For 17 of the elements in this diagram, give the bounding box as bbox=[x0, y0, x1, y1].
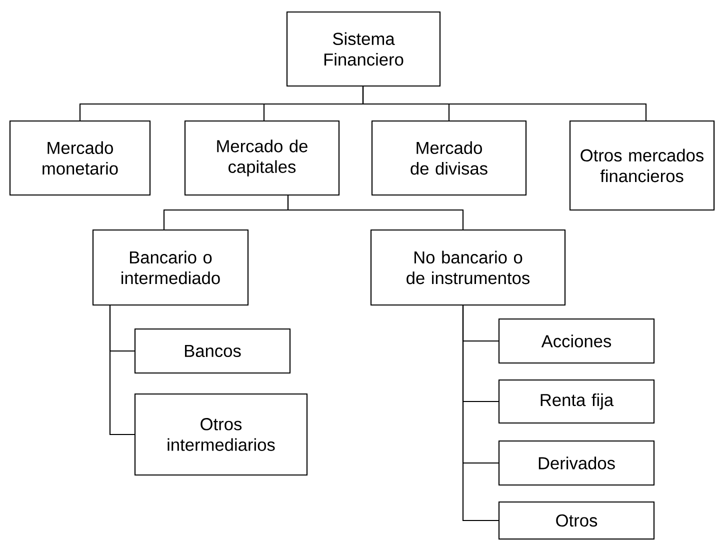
connector-line bbox=[462, 306, 498, 522]
connector-line bbox=[287, 196, 464, 230]
category-box: Otros mercados financieros bbox=[569, 120, 715, 211]
category-box: Bancos bbox=[134, 328, 291, 374]
category-box: Mercado de divisas bbox=[371, 120, 527, 196]
category-box: Otros bbox=[498, 501, 655, 540]
category-box: Bancario o intermediado bbox=[92, 229, 249, 306]
category-box: Acciones bbox=[498, 318, 655, 364]
connector-line bbox=[109, 306, 134, 436]
category-box: Mercado de capitales bbox=[184, 120, 340, 196]
category-box: Renta fija bbox=[498, 379, 655, 424]
connector-line bbox=[362, 86, 647, 120]
category-box: Otros intermediarios bbox=[134, 393, 308, 476]
category-box: Mercado monetario bbox=[9, 120, 151, 196]
category-box: No bancario o de instrumentos bbox=[370, 229, 566, 306]
category-box: Derivados bbox=[498, 440, 655, 486]
category-box: Sistema Financiero bbox=[286, 11, 441, 87]
